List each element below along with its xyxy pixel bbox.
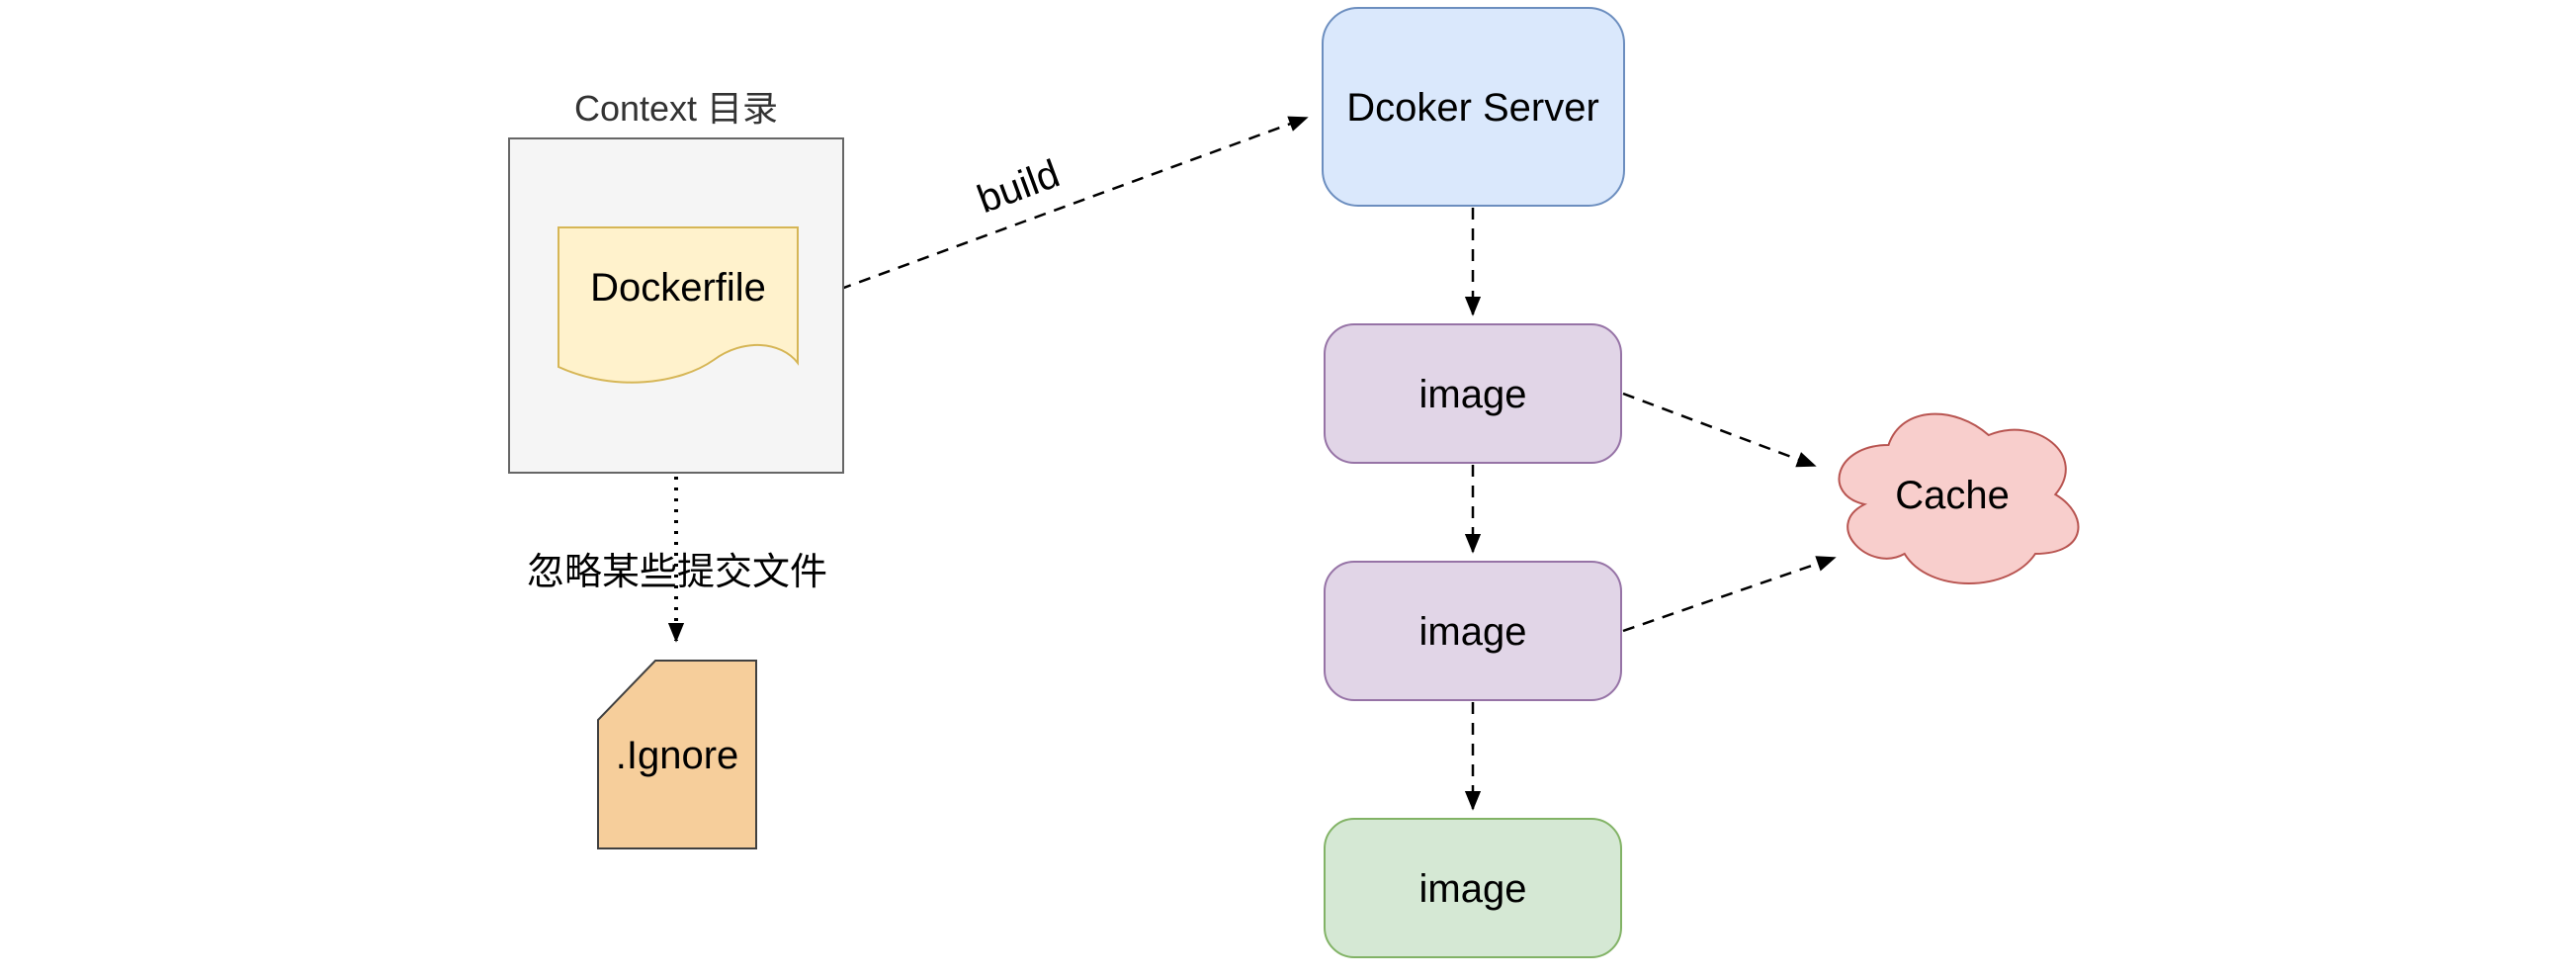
dockerfile-label: Dockerfile [590,266,766,310]
edge-build: build [800,116,1309,306]
image-2-box [1324,561,1622,701]
edge-image2-to-cache-line [1622,556,1837,633]
context-directory-label: Context 目录 [574,88,778,129]
ignore-label: .Ignore [616,734,739,777]
docker-server-label: Dcoker Server [1346,86,1599,130]
image-2-label: image [1419,610,1527,654]
node-image-1: image [1324,323,1622,464]
image-3-label: image [1419,867,1527,911]
image-1-label: image [1419,373,1527,416]
image-1-box [1324,323,1622,464]
docker-server-box [1322,7,1625,207]
node-dockerfile: Dockerfile [558,226,799,384]
edge-image1-to-cache-line [1622,392,1817,468]
edge-build-label: build [972,152,1066,222]
node-docker-server: Dcoker Server [1322,7,1625,207]
edge-build-line [800,116,1309,306]
node-ignore-file: .Ignore [597,660,757,849]
cache-cloud-shape [1838,412,2080,584]
cache-label: Cache [1895,474,2010,517]
node-image-3: image [1324,818,1622,958]
edge-ignore-label: 忽略某些提交文件 [527,552,827,593]
ignore-card-shape [597,660,757,849]
edge-image2-to-cache [1622,556,1837,633]
node-image-2: image [1324,561,1622,701]
dockerfile-document-shape [558,226,799,384]
edge-image1-to-cache [1622,392,1817,468]
image-3-box [1324,818,1622,958]
node-cache: Cache [1838,412,2080,584]
